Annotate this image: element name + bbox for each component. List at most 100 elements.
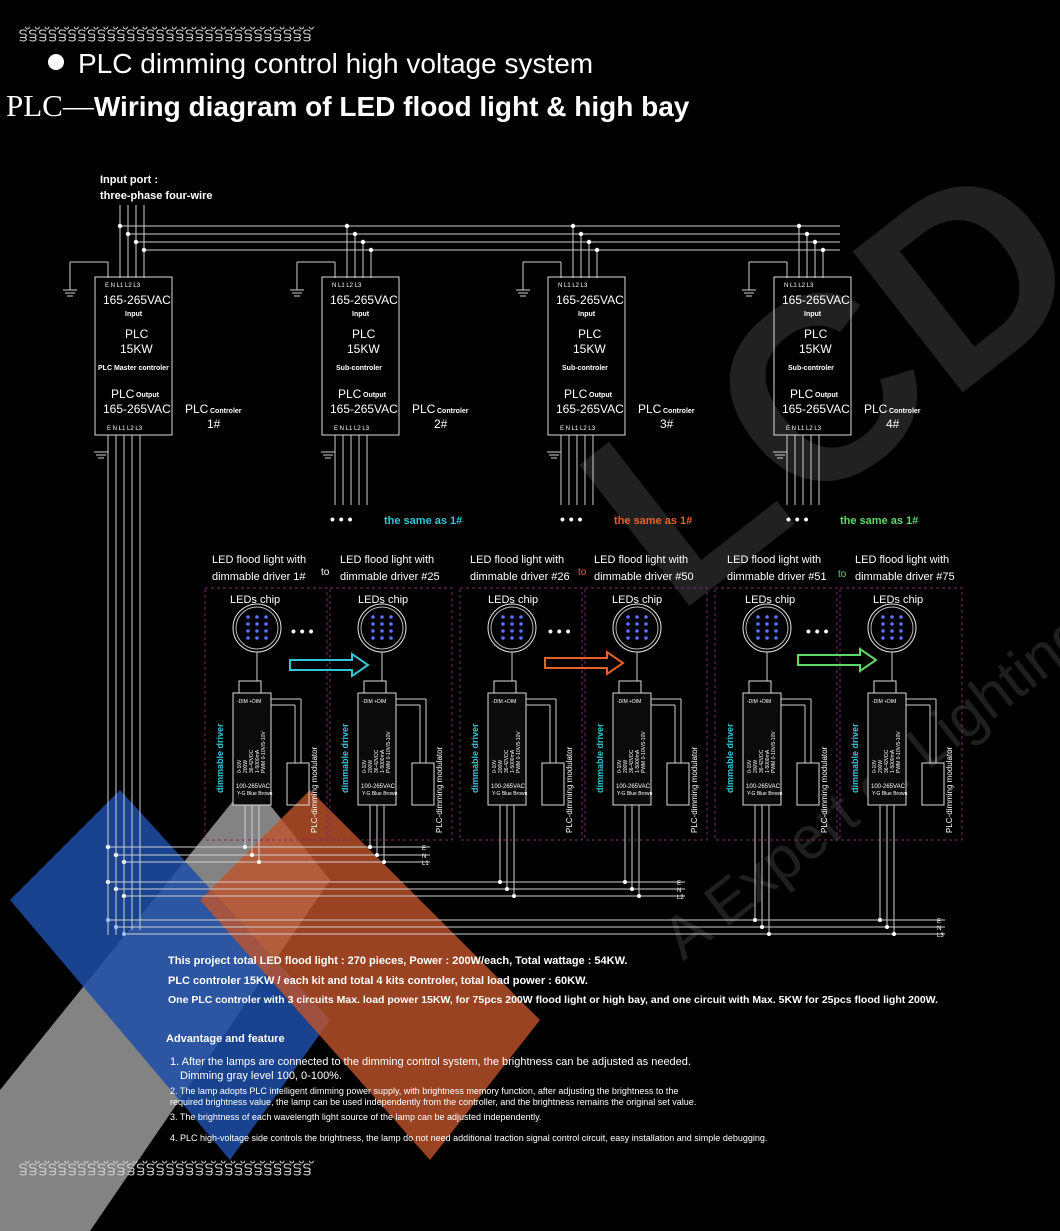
- led-emitter: [890, 615, 894, 619]
- driver-connector: [873, 680, 897, 694]
- controller-output-prefix: PLC: [790, 387, 814, 401]
- controller-voltage-in: 165-265VAC: [103, 293, 171, 307]
- controller-voltage-out: 165-265VAC: [103, 402, 171, 416]
- leds-chip-label: LEDs chip: [612, 594, 662, 606]
- light-group-box: [714, 587, 838, 841]
- led-emitter: [765, 629, 769, 633]
- modulator-box: [286, 762, 310, 806]
- led-emitter: [264, 615, 268, 619]
- controller-role: PLC Master controler: [98, 365, 169, 372]
- driver-input-label: 100-265VAC: [871, 784, 906, 790]
- bus-label: L2: [677, 895, 684, 901]
- light-group-box: [459, 587, 583, 841]
- led-emitter: [246, 615, 250, 619]
- led-emitter: [501, 629, 505, 633]
- controller-model: PLC: [125, 327, 149, 341]
- led-emitter: [255, 629, 259, 633]
- controller-top-terminals: N L1 L2 L3: [332, 283, 362, 289]
- driver-side-label: dimmable driver: [470, 723, 480, 793]
- advantage-heading: Advantage and feature: [166, 1033, 285, 1045]
- controller-voltage-in: 165-265VAC: [782, 293, 850, 307]
- modulator-label: PLC-dimming modulator: [945, 746, 954, 833]
- driver-dim-terminals: -DIM +DIM: [617, 699, 641, 705]
- bus-junction-dot: [812, 239, 818, 245]
- bus-junction-dot: [117, 223, 123, 229]
- led-emitter: [264, 636, 268, 640]
- led-emitter: [501, 636, 505, 640]
- bus-junction-dot: [505, 887, 509, 891]
- led-emitter: [389, 615, 393, 619]
- leds-chip-label: LEDs chip: [230, 594, 280, 606]
- driver-spec: 0-10V: [872, 759, 878, 773]
- bus-junction-dot: [375, 853, 379, 857]
- led-emitter: [774, 636, 778, 640]
- modulator-label: PLC-dimming modulator: [820, 746, 829, 833]
- driver-side-label: dimmable driver: [725, 723, 735, 793]
- led-emitter: [371, 629, 375, 633]
- driver-spec: 1-5000mA: [890, 749, 896, 773]
- light-group-box: [584, 587, 708, 841]
- led-emitter: [380, 615, 384, 619]
- controller-role: Sub-controler: [336, 365, 382, 372]
- ellipsis-dots: • • •: [330, 511, 353, 527]
- driver-brand-label: Y-G Blue Brown: [237, 791, 273, 797]
- driver-spec: PWM 0-10V/5-10V: [771, 731, 777, 773]
- same-as-label: the same as 1#: [840, 515, 918, 527]
- driver-spec: 0-10V: [747, 759, 753, 773]
- led-emitter: [644, 636, 648, 640]
- light-label-line1: LED flood light with: [594, 554, 688, 566]
- led-emitter: [626, 615, 630, 619]
- led-chip-ring: [490, 606, 534, 650]
- page-subtitle: PLC—Wiring diagram of LED flood light & …: [6, 88, 689, 124]
- same-as-label: the same as 1#: [384, 515, 462, 527]
- led-emitter: [501, 622, 505, 626]
- controller-tag-label: Controler: [437, 408, 469, 415]
- bus-junction-dot: [133, 239, 139, 245]
- controller-box: [547, 276, 626, 436]
- controller-bottom-terminals: E N L1 L2 L3: [107, 426, 143, 432]
- led-chip-circle: [487, 603, 537, 653]
- led-chip-circle: [742, 603, 792, 653]
- advantage-item-1a: 1. After the lamps are connected to the …: [170, 1056, 691, 1068]
- modulator-label: PLC-dimming modulator: [310, 746, 319, 833]
- bus-junction-dot: [257, 860, 261, 864]
- light-label-line2: dimmable driver #75: [855, 571, 955, 583]
- controller-tag-number: 4#: [886, 417, 900, 431]
- bus-junction-dot: [243, 845, 247, 849]
- bus-junction-dot: [637, 894, 641, 898]
- modulator-label: PLC-dimming modulator: [565, 746, 574, 833]
- driver-brand-label: Y-G Blue Brown: [747, 791, 783, 797]
- leds-chip-label: LEDs chip: [358, 594, 408, 606]
- to-label: to: [578, 567, 587, 578]
- light-label-line2: dimmable driver #26: [470, 571, 570, 583]
- input-port-label: Input port :: [100, 174, 159, 186]
- driver-connector: [493, 680, 517, 694]
- controller-input-label: Input: [578, 311, 596, 318]
- led-emitter: [510, 636, 514, 640]
- bus-junction-dot: [820, 247, 826, 253]
- controller-input-label: Input: [125, 311, 143, 318]
- bus-junction-dot: [578, 231, 584, 237]
- led-chip-circle: [357, 603, 407, 653]
- driver-input-label: 100-265VAC: [236, 784, 271, 790]
- leds-chip-label: LEDs chip: [873, 594, 923, 606]
- bus-junction-dot: [804, 231, 810, 237]
- page-title: PLC dimming control high voltage system: [48, 48, 593, 80]
- light-label-line1: LED flood light with: [470, 554, 564, 566]
- led-emitter: [635, 615, 639, 619]
- light-label-line1: LED flood light with: [727, 554, 821, 566]
- driver-connector: [618, 680, 642, 694]
- bus-junction-dot: [250, 853, 254, 857]
- led-emitter: [765, 622, 769, 626]
- controller-tag-prefix: PLC: [412, 402, 436, 416]
- controller-voltage-out: 165-265VAC: [556, 402, 624, 416]
- bus-junction-dot: [570, 223, 576, 229]
- led-emitter: [264, 629, 268, 633]
- light-group-box: [839, 587, 963, 841]
- to-label: to: [838, 569, 847, 580]
- controller-box: [94, 276, 173, 436]
- led-emitter: [644, 629, 648, 633]
- direction-arrow-icon: [797, 647, 878, 673]
- driver-input-label: 100-265VAC: [746, 784, 781, 790]
- driver-spec: 1-5000mA: [380, 749, 386, 773]
